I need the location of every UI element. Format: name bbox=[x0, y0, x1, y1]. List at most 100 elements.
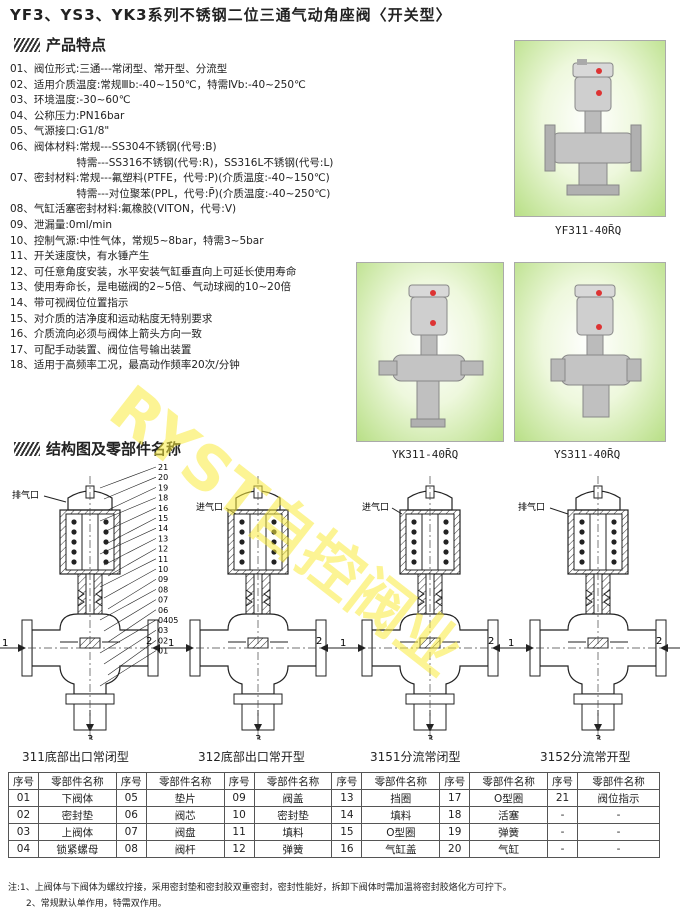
table-header-cell: 序号 bbox=[547, 772, 579, 790]
part-number-label: 18 bbox=[158, 494, 168, 503]
feature-item: 17、可配手动装置、阀位信号输出装置 bbox=[10, 343, 192, 356]
caption-ys311: YS311-40R̄Q bbox=[554, 448, 621, 461]
table-cell: 弹簧 bbox=[253, 840, 333, 858]
table-cell: 10 bbox=[223, 806, 255, 824]
table-cell: 20 bbox=[439, 840, 471, 858]
part-number-label: 21 bbox=[158, 463, 168, 472]
port-label-bottom-4: 3 bbox=[595, 734, 601, 740]
table-cell: 气缸盖 bbox=[361, 840, 441, 858]
table-cell: 密封垫 bbox=[37, 806, 117, 824]
table-cell: 气缸 bbox=[469, 840, 549, 858]
table-header-cell: 零部件名称 bbox=[577, 772, 660, 790]
section-stripe-icon bbox=[14, 38, 40, 52]
part-number-label: 08 bbox=[158, 585, 168, 594]
part-leader-line bbox=[99, 527, 157, 555]
table-cell: 阀杆 bbox=[145, 840, 225, 858]
port-label-out-2: 2 bbox=[316, 636, 322, 647]
intake-label-2: 进气口 bbox=[196, 501, 223, 513]
table-header-cell: 零部件名称 bbox=[145, 772, 225, 790]
part-leader-line bbox=[99, 589, 157, 621]
note-1: 注:1、上阀体与下阀体为螺纹拧接，采用密封垫和密封胶双重密封，密封性能好，拆卸下… bbox=[8, 883, 512, 893]
table-cell: 17 bbox=[439, 789, 471, 807]
part-number-label: 03 bbox=[158, 626, 168, 635]
table-header-cell: 零部件名称 bbox=[253, 772, 333, 790]
diagram-caption-312: 312底部出口常开型 bbox=[198, 750, 305, 764]
part-leader-line bbox=[107, 548, 157, 577]
product-photo-yf311 bbox=[514, 40, 666, 217]
part-leader-line bbox=[103, 538, 157, 566]
feature-item: 16、介质流向必须与阀体上箭头方向一致 bbox=[10, 328, 202, 341]
section-stripe-icon bbox=[14, 442, 40, 456]
part-leader-line bbox=[99, 466, 157, 489]
part-number-label: 0405 bbox=[158, 616, 178, 625]
feature-item: 03、环境温度:-30~60℃ bbox=[10, 94, 131, 107]
note-2: 2、常规默认单作用，特需双作用。 bbox=[8, 899, 167, 909]
feature-item: 13、使用寿命长，是电磁阀的2~5倍、气动球阀的10~20倍 bbox=[10, 281, 292, 294]
part-leader-line bbox=[107, 609, 157, 643]
valve-ys311-illustration bbox=[550, 284, 642, 418]
valve-cross-section-diagrams: 排气口 1 2 3 212019181615141312111009080706… bbox=[0, 463, 680, 740]
table-cell: 阀位指示 bbox=[577, 789, 660, 807]
part-leader-line bbox=[103, 476, 157, 500]
table-cell: 弹簧 bbox=[469, 823, 549, 841]
exhaust-label-1: 排气口 bbox=[12, 489, 39, 501]
part-leader-line bbox=[107, 640, 157, 676]
part-number-label: 11 bbox=[158, 555, 168, 564]
part-number-label: 19 bbox=[158, 483, 168, 492]
caption-yf311: YF311-40R̄Q bbox=[555, 224, 622, 237]
feature-item: 12、可任意角度安装，水平安装气缸垂直向上可延长使用寿命 bbox=[10, 265, 297, 278]
parts-table-header: 序号零部件名称序号零部件名称序号零部件名称序号零部件名称序号零部件名称序号零部件… bbox=[8, 772, 660, 790]
structure-heading: 结构图及零部件名称 bbox=[46, 440, 182, 458]
diagram-3152 bbox=[507, 475, 680, 740]
part-leader-line bbox=[99, 619, 157, 654]
port-label-in-2: 1 bbox=[168, 638, 174, 649]
table-cell: 挡圈 bbox=[361, 789, 441, 807]
port-label-bottom-1: 3 bbox=[87, 734, 93, 740]
table-cell: - bbox=[577, 806, 660, 824]
table-cell: 16 bbox=[331, 840, 363, 858]
table-cell: 阀盘 bbox=[145, 823, 225, 841]
table-header-cell: 零部件名称 bbox=[37, 772, 117, 790]
table-cell: 上阀体 bbox=[37, 823, 117, 841]
table-cell: - bbox=[577, 823, 660, 841]
table-cell: 阀芯 bbox=[145, 806, 225, 824]
feature-item: 特需---SS316不锈钢(代号:R)，SS316L不锈钢(代号:L) bbox=[10, 156, 334, 169]
diagram-caption-3151: 3151分流常闭型 bbox=[370, 750, 461, 764]
valve-yf311-illustration bbox=[544, 59, 642, 196]
table-header-cell: 序号 bbox=[331, 772, 363, 790]
product-photo-yk311 bbox=[356, 262, 504, 442]
table-cell: O型圈 bbox=[469, 789, 549, 807]
table-header-cell: 零部件名称 bbox=[361, 772, 441, 790]
table-cell: 填料 bbox=[361, 806, 441, 824]
caption-yk311: YK311-40R̄Q bbox=[392, 448, 459, 461]
port-label-bottom-2: 3 bbox=[255, 734, 261, 740]
feature-item: 14、带可视阀位位置指示 bbox=[10, 296, 129, 309]
table-cell: 12 bbox=[223, 840, 255, 858]
page-title: YF3、YS3、YK3系列不锈钢二位三通气动角座阀〈开关型〉 bbox=[10, 6, 452, 24]
diagram-311 bbox=[0, 475, 179, 740]
table-header-cell: 序号 bbox=[223, 772, 255, 790]
table-cell: 18 bbox=[439, 806, 471, 824]
table-cell: - bbox=[547, 823, 579, 841]
part-number-label: 13 bbox=[158, 534, 168, 543]
table-cell: 05 bbox=[115, 789, 147, 807]
diagram-caption-311: 311底部出口常闭型 bbox=[22, 750, 129, 764]
feature-item: 08、气缸活塞密封材料:氟橡胶(VITON，代号:V) bbox=[10, 203, 237, 216]
features-heading: 产品特点 bbox=[46, 36, 107, 54]
feature-item: 10、控制气源:中性气体，常规5~8bar，特需3~5bar bbox=[10, 234, 264, 247]
feature-item: 01、阀位形式:三通---常闭型、常开型、分流型 bbox=[10, 63, 228, 75]
table-cell: O型圈 bbox=[361, 823, 441, 841]
part-leader-line bbox=[103, 629, 157, 665]
feature-item: 06、阀体材料:常规---SS304不锈钢(代号:B) bbox=[10, 140, 217, 153]
product-photo-ys311 bbox=[514, 262, 666, 442]
port-label-out-4: 2 bbox=[656, 636, 662, 647]
table-cell: 阀盖 bbox=[253, 789, 333, 807]
feature-item: 09、泄漏量:0ml/min bbox=[10, 218, 113, 231]
part-leader-line bbox=[107, 517, 157, 544]
